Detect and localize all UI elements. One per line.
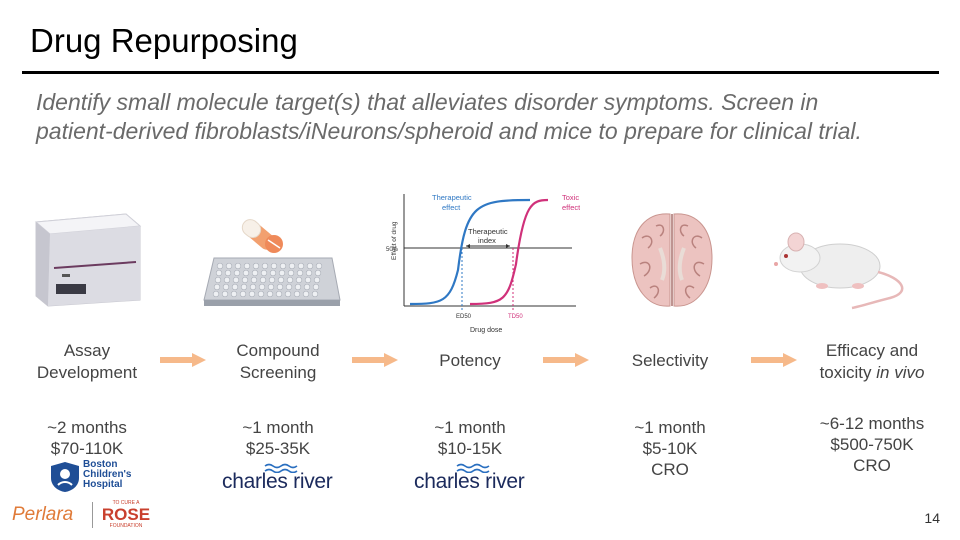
slide-title: Drug Repurposing xyxy=(30,22,298,59)
arrow-right-icon xyxy=(160,353,206,367)
compound-plate-image xyxy=(203,219,341,306)
chart-x-label: Drug dose xyxy=(470,327,502,334)
stage-duration: ~1 month xyxy=(634,418,706,437)
toxic-effect-label-2: effect xyxy=(562,203,580,212)
boston-logo-line: Children's xyxy=(83,469,132,480)
boston-logo-line: Boston xyxy=(83,459,118,470)
stage-selectivity: Selectivity xyxy=(605,350,735,372)
charles-river-logo: charles river xyxy=(414,463,526,493)
charles-river-logo: charles river xyxy=(222,463,334,493)
stage-label-line: Development xyxy=(36,363,138,382)
mouse-image xyxy=(774,232,904,310)
stage-compound-screening: Compound Screening xyxy=(213,340,343,384)
ed50-label: ED50 xyxy=(456,314,472,320)
rose-logo-line: TO CURE A xyxy=(112,500,140,506)
td50-label: TD50 xyxy=(508,314,523,320)
assay-instrument-image xyxy=(34,213,142,307)
page-number: 14 xyxy=(924,510,940,526)
stage-selectivity-meta: ~1 month $5-10K CRO xyxy=(605,417,735,480)
therapeutic-index-label: Therapeutic xyxy=(468,227,508,236)
charles-river-text: charles river xyxy=(414,470,525,493)
arrow-right-icon xyxy=(543,353,589,367)
boston-childrens-shield-icon xyxy=(51,462,79,492)
stage-assay-development: Assay Development xyxy=(22,340,152,384)
boston-logo-line: Hospital xyxy=(83,479,123,490)
stage-potency: Potency xyxy=(405,350,535,372)
rose-logo-line: ROSE xyxy=(101,505,151,524)
charles-river-wave-icon xyxy=(456,463,490,473)
stage-cost: $500-750K xyxy=(830,435,914,454)
subtitle-line-2: patient-derived fibroblasts/iNeurons/sph… xyxy=(36,118,862,144)
arrow-right-icon xyxy=(352,353,398,367)
title-divider xyxy=(22,71,939,74)
stage-cost: $70-110K xyxy=(50,439,124,458)
arrow-right-icon xyxy=(751,353,797,367)
boston-childrens-logo: Boston Children's Hospital xyxy=(50,460,150,494)
rose-foundation-logo: TO CURE A ROSE FOUNDATION xyxy=(98,500,154,530)
perlara-logo: Perlara xyxy=(12,502,92,528)
stage-duration: ~2 months xyxy=(47,418,127,437)
stage-cost: $5-10K xyxy=(642,439,698,458)
perlara-logo-text: Perlara xyxy=(12,504,74,525)
stage-duration: ~1 month xyxy=(242,418,314,437)
stage-compound-meta: ~1 month $25-35K xyxy=(213,417,343,459)
stage-provider: CRO xyxy=(651,460,689,479)
stage-efficacy-meta: ~6-12 months $500-750K CRO xyxy=(796,413,948,476)
therapeutic-index-label-2: index xyxy=(478,236,496,245)
stage-provider: CRO xyxy=(853,456,891,475)
stage-duration: ~6-12 months xyxy=(819,414,925,433)
stage-potency-meta: ~1 month $10-15K xyxy=(405,417,535,459)
stage-label-line: Efficacy and xyxy=(825,341,919,360)
stage-assay-meta: ~2 months $70-110K xyxy=(22,417,152,459)
stage-label-line: toxicity in vivo xyxy=(819,363,925,382)
charles-river-text: charles river xyxy=(222,470,333,493)
brain-image xyxy=(631,213,713,307)
stage-cost: $25-35K xyxy=(245,439,311,458)
stage-cost: $10-15K xyxy=(437,439,503,458)
therapeutic-effect-label: Therapeutic xyxy=(432,193,472,202)
stage-label-line: Screening xyxy=(239,363,317,382)
therapeutic-effect-label-2: effect xyxy=(442,203,461,212)
potency-dose-response-chart: Therapeutic effect Toxic effect Therapeu… xyxy=(386,193,580,334)
subtitle-line-1: Identify small molecule target(s) that a… xyxy=(36,89,819,115)
chart-y-label: Effect of drug xyxy=(391,221,398,260)
stage-label-line: Potency xyxy=(439,351,501,370)
logo-divider xyxy=(92,502,93,528)
toxic-effect-label: Toxic xyxy=(562,193,579,202)
stage-label-line: Assay xyxy=(63,341,111,360)
rose-logo-line: FOUNDATION xyxy=(109,523,143,529)
charles-river-wave-icon xyxy=(264,463,298,473)
stage-duration: ~1 month xyxy=(434,418,506,437)
stage-efficacy-toxicity: Efficacy and toxicity in vivo xyxy=(796,340,948,384)
stage-label-line: Selectivity xyxy=(631,351,709,370)
slide-subtitle: Identify small molecule target(s) that a… xyxy=(36,88,936,146)
stage-label-line: Compound xyxy=(236,341,320,360)
chart-fifty-label: 50% xyxy=(386,247,399,253)
